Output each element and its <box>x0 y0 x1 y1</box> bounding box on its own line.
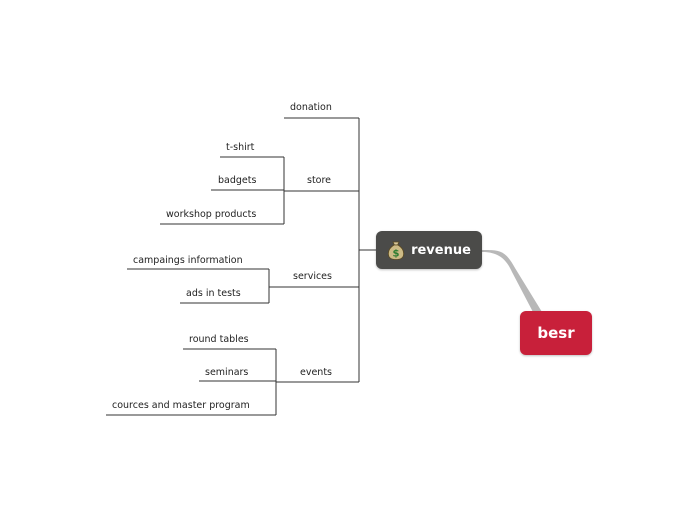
node-campaings-information[interactable]: campaings information <box>133 255 243 266</box>
node-round-tables[interactable]: round tables <box>189 334 249 345</box>
branch-events[interactable]: events <box>300 367 333 378</box>
svg-text:$: $ <box>393 249 400 260</box>
branch-services[interactable]: services <box>293 271 332 282</box>
root-central-connector <box>482 250 542 314</box>
node-seminars[interactable]: seminars <box>205 367 249 378</box>
node-badgets[interactable]: badgets <box>218 175 257 186</box>
node-ads-in-tests[interactable]: ads in tests <box>186 288 241 299</box>
node-cources-and-master-program[interactable]: cources and master program <box>112 400 250 411</box>
central-topic-label: revenue <box>411 242 471 258</box>
money-bag-icon: $ <box>388 241 405 260</box>
root-topic-besr[interactable]: besr <box>520 311 592 355</box>
node-workshop-products[interactable]: workshop products <box>166 209 257 220</box>
node-t-shirt[interactable]: t-shirt <box>226 142 255 153</box>
branch-donation[interactable]: donation <box>290 102 332 113</box>
branch-store[interactable]: store <box>307 175 332 186</box>
central-topic-revenue[interactable]: $ revenue <box>376 231 482 269</box>
root-topic-label: besr <box>537 324 575 342</box>
